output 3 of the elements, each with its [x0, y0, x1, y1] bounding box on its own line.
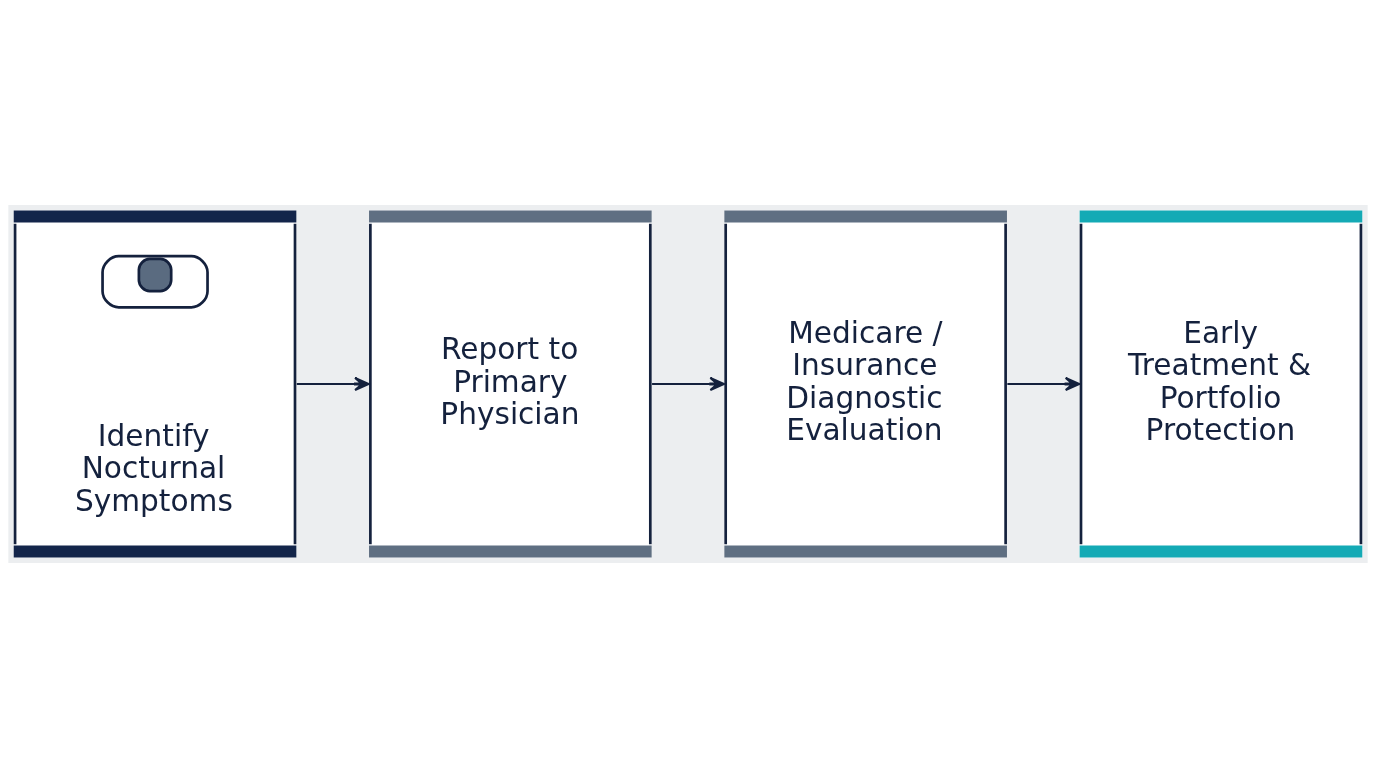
arrow [296, 376, 370, 392]
arrow [652, 376, 725, 392]
arrow [1007, 376, 1081, 392]
